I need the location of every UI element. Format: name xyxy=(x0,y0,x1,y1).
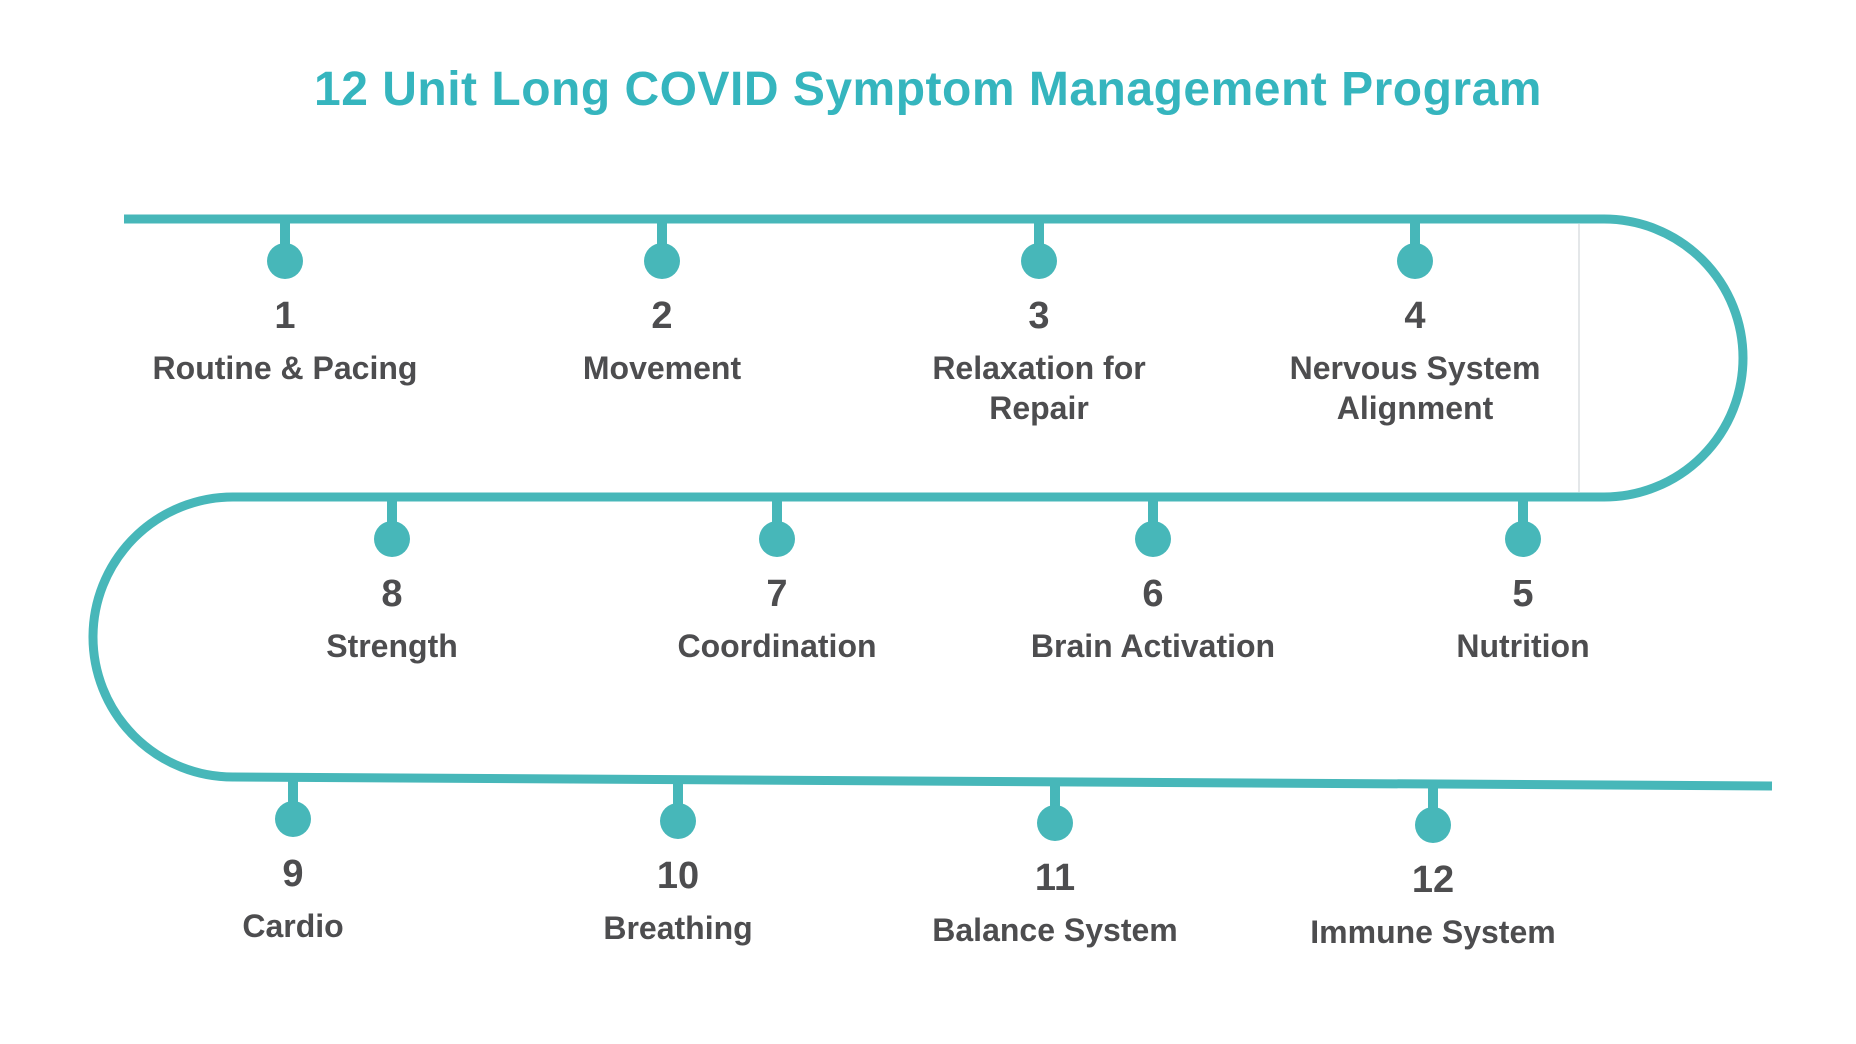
unit-7-dot xyxy=(759,521,795,557)
unit-12: 12 Immune System xyxy=(1263,783,1603,1023)
unit-7-number: 7 xyxy=(766,573,788,615)
unit-12-connector xyxy=(1428,786,1438,813)
unit-7-connector xyxy=(772,500,782,527)
unit-5-label: Nutrition xyxy=(1456,628,1590,664)
unit-6-connector xyxy=(1148,500,1158,527)
unit-9-number: 9 xyxy=(282,853,304,895)
unit-7: 7 Coordination xyxy=(607,497,947,737)
unit-8: 8 Strength xyxy=(222,497,562,737)
unit-1-connector xyxy=(280,222,290,249)
unit-4-connector xyxy=(1410,222,1420,249)
unit-3-number: 3 xyxy=(1028,295,1050,337)
unit-1-label: Routine & Pacing xyxy=(152,350,418,386)
unit-2-dot xyxy=(644,243,680,279)
unit-10-number: 10 xyxy=(656,855,700,897)
unit-8-dot xyxy=(374,521,410,557)
unit-1-number: 1 xyxy=(274,295,296,337)
unit-10-dot xyxy=(660,803,696,839)
unit-9: 9 Cardio xyxy=(123,777,463,1017)
unit-8-label: Strength xyxy=(326,628,458,664)
panel-seam-line xyxy=(1578,224,1580,492)
unit-12-label: Immune System xyxy=(1310,914,1556,950)
unit-1-dot xyxy=(267,243,303,279)
unit-2-number: 2 xyxy=(651,295,673,337)
unit-10-connector xyxy=(673,782,683,809)
unit-6-dot xyxy=(1135,521,1171,557)
unit-11-dot xyxy=(1037,805,1073,841)
unit-6: 6 Brain Activation xyxy=(983,497,1323,737)
unit-9-connector xyxy=(288,780,298,807)
unit-3-label: Relaxation for Repair xyxy=(932,350,1146,426)
unit-9-dot xyxy=(275,801,311,837)
timeline-path xyxy=(88,214,1773,791)
unit-7-label: Coordination xyxy=(677,628,877,664)
unit-4-label: Nervous System Alignment xyxy=(1289,350,1541,426)
unit-10-label: Breathing xyxy=(603,910,753,946)
unit-2-label: Movement xyxy=(582,350,742,386)
unit-4-number: 4 xyxy=(1404,295,1426,337)
unit-4-dot xyxy=(1397,243,1433,279)
unit-5-dot xyxy=(1505,521,1541,557)
unit-5-number: 5 xyxy=(1512,573,1534,615)
unit-11: 11 Balance System xyxy=(885,781,1225,1021)
unit-9-label: Cardio xyxy=(242,908,344,944)
unit-2-connector xyxy=(657,222,667,249)
unit-3-dot xyxy=(1021,243,1057,279)
unit-10: 10 Breathing xyxy=(508,779,848,1019)
unit-12-dot xyxy=(1415,807,1451,843)
unit-6-number: 6 xyxy=(1142,573,1164,615)
page-title: 12 Unit Long COVID Symptom Management Pr… xyxy=(314,63,1542,116)
unit-3: 3 Relaxation for Repair xyxy=(869,219,1209,459)
unit-11-number: 11 xyxy=(1034,857,1076,899)
unit-5-connector xyxy=(1518,500,1528,527)
unit-3-connector xyxy=(1034,222,1044,249)
unit-11-label: Balance System xyxy=(932,912,1178,948)
unit-8-number: 8 xyxy=(381,573,403,615)
unit-4: 4 Nervous System Alignment xyxy=(1245,219,1585,459)
unit-5: 5 Nutrition xyxy=(1353,497,1693,737)
unit-11-connector xyxy=(1050,784,1060,811)
unit-8-connector xyxy=(387,500,397,527)
unit-6-label: Brain Activation xyxy=(1030,628,1276,664)
unit-12-number: 12 xyxy=(1411,859,1455,901)
unit-1: 1 Routine & Pacing xyxy=(115,219,455,459)
unit-2: 2 Movement xyxy=(492,219,832,459)
